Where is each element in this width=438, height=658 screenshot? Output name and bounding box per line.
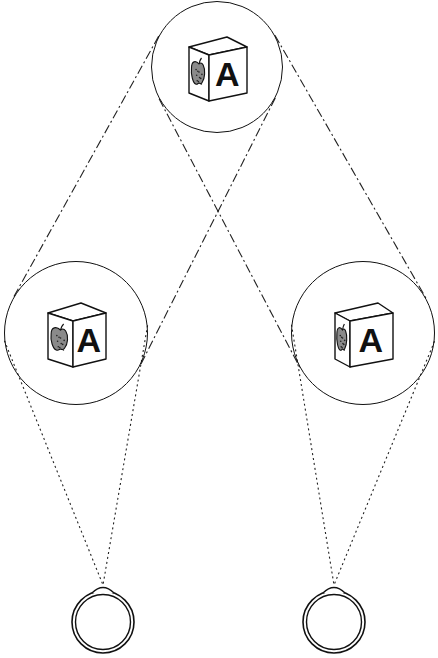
apple-stem bbox=[61, 324, 64, 330]
apple-stipple bbox=[340, 335, 342, 337]
apple-stipple bbox=[343, 349, 345, 351]
view-circle: A bbox=[291, 261, 435, 405]
apple-stipple bbox=[343, 344, 345, 346]
sight-line bbox=[291, 325, 334, 585]
block-letter: A bbox=[77, 323, 102, 357]
eye-symbol bbox=[303, 588, 365, 654]
letter-block bbox=[48, 303, 106, 367]
apple-stipple bbox=[60, 337, 62, 339]
projection-line bbox=[12, 36, 275, 367]
apple-stipple bbox=[63, 340, 65, 342]
block-right-face bbox=[73, 313, 106, 367]
block-right-face bbox=[350, 313, 393, 367]
letter-block bbox=[335, 303, 393, 367]
apple-stipple bbox=[342, 343, 344, 345]
eye-outer bbox=[72, 591, 134, 653]
apple-stipple bbox=[195, 69, 197, 71]
block-left-face bbox=[48, 313, 73, 367]
sight-line bbox=[103, 325, 148, 585]
block-left-face bbox=[189, 47, 209, 101]
eye-inner bbox=[76, 595, 131, 650]
apple-stipple bbox=[58, 336, 60, 338]
apple-picture bbox=[51, 328, 68, 351]
letter-block bbox=[189, 37, 247, 101]
eye-symbol bbox=[72, 588, 134, 654]
eye-cornea bbox=[92, 588, 114, 594]
apple-stipple bbox=[58, 346, 60, 348]
eye-inner bbox=[307, 595, 362, 650]
block-right-face bbox=[209, 47, 247, 101]
apple-stipple bbox=[59, 347, 61, 349]
apple-stipple bbox=[63, 349, 65, 351]
apple-stipple bbox=[62, 344, 64, 346]
block-left-face bbox=[335, 313, 350, 367]
apple-stipple bbox=[340, 346, 342, 348]
apple-stipple bbox=[57, 340, 59, 342]
apple-stem bbox=[199, 58, 202, 64]
apple-stipple bbox=[201, 74, 203, 76]
apple-stipple bbox=[196, 74, 198, 76]
view-circle: A bbox=[151, 1, 283, 133]
apple-stem bbox=[343, 324, 345, 330]
apple-stipple bbox=[341, 336, 343, 338]
apple-stipple bbox=[196, 80, 198, 82]
apple-stipple bbox=[342, 337, 344, 339]
sight-line bbox=[4, 341, 103, 585]
block-letter: A bbox=[359, 323, 384, 357]
apple-picture bbox=[191, 62, 204, 85]
eye-cornea bbox=[323, 588, 345, 594]
apple-stipple bbox=[60, 343, 62, 345]
apple-stipple bbox=[344, 340, 346, 342]
apple-stipple bbox=[201, 83, 203, 85]
sight-line bbox=[334, 341, 435, 585]
apple-stipple bbox=[340, 340, 342, 342]
apple-stipple bbox=[341, 347, 343, 349]
apple-stipple bbox=[199, 77, 201, 79]
apple-stipple bbox=[56, 335, 58, 337]
projection-line bbox=[159, 35, 426, 367]
block-letter: A bbox=[215, 57, 240, 91]
apple-stipple bbox=[197, 70, 199, 72]
view-circle: A bbox=[4, 261, 148, 405]
eye-outer bbox=[303, 591, 365, 653]
apple-picture bbox=[337, 328, 347, 351]
